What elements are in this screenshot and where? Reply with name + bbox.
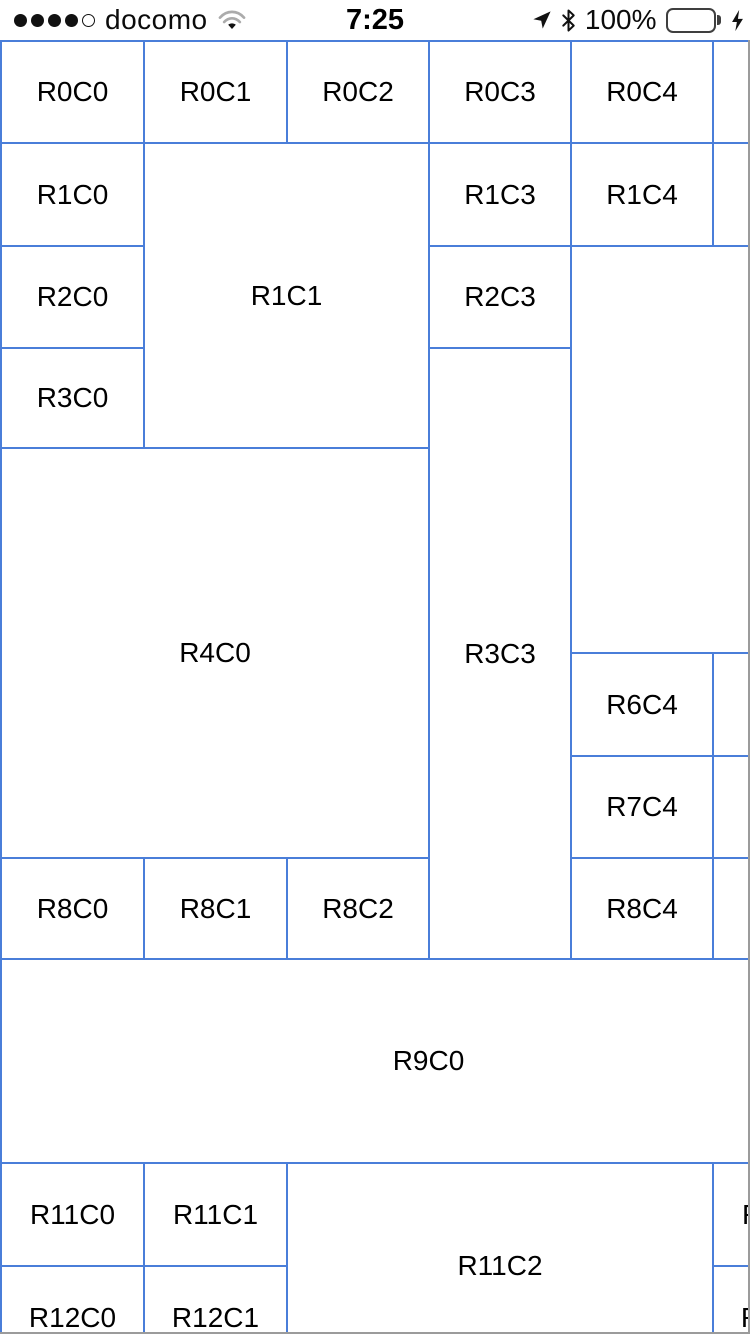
cell-label: R6C4 bbox=[606, 688, 678, 720]
cell-label: R0C2 bbox=[322, 76, 394, 107]
cell-label: R0C3 bbox=[464, 76, 536, 107]
signal-dot bbox=[48, 13, 61, 27]
grid-cell-r12c1[interactable]: R12C1 bbox=[143, 1265, 288, 1334]
grid-cell-r6c5[interactable]: R6C5 bbox=[712, 652, 750, 757]
grid-cell-r12c5[interactable]: R12C5 bbox=[712, 1265, 750, 1334]
grid-cell-r9c0[interactable]: R9C0 bbox=[0, 958, 750, 1164]
cell-label: R12C0 bbox=[28, 1301, 117, 1333]
cell-label: R1C0 bbox=[36, 178, 109, 210]
cell-label: R1C3 bbox=[464, 178, 536, 210]
cell-label: R1C1 bbox=[250, 279, 323, 311]
grid-cell-r0c3[interactable]: R0C3 bbox=[428, 40, 572, 144]
grid-cell-r0c0[interactable]: R0C0 bbox=[0, 40, 145, 144]
grid-cell-r2c0[interactable]: R2C0 bbox=[0, 245, 145, 349]
grid-cell-r1c3[interactable]: R1C3 bbox=[428, 142, 572, 247]
cell-label: R8C1 bbox=[179, 892, 252, 924]
cell-label: R11C2 bbox=[457, 1250, 543, 1281]
signal-dot bbox=[14, 13, 27, 27]
cell-label: R0C1 bbox=[179, 76, 252, 107]
grid-cell-r11c1[interactable]: R11C1 bbox=[143, 1162, 288, 1267]
grid-cell-r11c5[interactable]: R11C5 bbox=[712, 1162, 750, 1267]
cell-label: R8C4 bbox=[606, 892, 678, 924]
grid-cell-r7c5[interactable] bbox=[712, 755, 750, 859]
cell-label: R12C1 bbox=[171, 1301, 260, 1333]
cell-label: R0C0 bbox=[36, 76, 109, 107]
grid-cell-r4c0[interactable]: R4C0 bbox=[0, 447, 430, 859]
signal-dot bbox=[82, 13, 95, 27]
location-arrow-icon bbox=[532, 10, 552, 30]
charging-bolt-icon bbox=[730, 9, 745, 32]
battery-percent-label: 100% bbox=[584, 4, 657, 35]
grid-cell-r11c0[interactable]: R11C0 bbox=[0, 1162, 145, 1267]
cell-label: R7C4 bbox=[606, 791, 678, 822]
time-label: 7:25 bbox=[345, 3, 405, 36]
grid-cell-r0c4[interactable]: R0C4 bbox=[570, 40, 714, 144]
cell-label: R12C5 bbox=[741, 1302, 750, 1334]
grid-cell-r7c4[interactable]: R7C4 bbox=[570, 755, 714, 859]
grid-cell-r3c3[interactable]: R3C3 bbox=[428, 347, 572, 960]
grid-cell-r1c5[interactable] bbox=[712, 142, 750, 247]
grid-cell-r0c2[interactable]: R0C2 bbox=[286, 40, 430, 144]
cell-label: R3C0 bbox=[36, 382, 109, 413]
grid-cell-r8c2[interactable]: R8C2 bbox=[286, 857, 430, 960]
grid-cell-r2c3[interactable]: R2C3 bbox=[428, 245, 572, 349]
signal-dot bbox=[31, 13, 44, 27]
grid-cell-r1c0[interactable]: R1C0 bbox=[0, 142, 145, 247]
cell-label: R11C1 bbox=[172, 1198, 259, 1230]
grid-cell-r0c5[interactable]: R0C5 bbox=[712, 40, 750, 144]
cell-label: R2C3 bbox=[464, 281, 536, 312]
cell-label: R3C3 bbox=[464, 637, 536, 669]
cell-label: R2C0 bbox=[36, 281, 109, 312]
grid-cell-r1c1[interactable]: R1C1 bbox=[143, 142, 430, 449]
battery-icon bbox=[665, 7, 721, 33]
status-bar-right: 100% bbox=[532, 4, 750, 36]
grid-cell-r8c5[interactable]: R8C5 bbox=[712, 857, 750, 960]
cell-label: R0C4 bbox=[606, 76, 678, 107]
grid-cell-r2c4[interactable] bbox=[570, 245, 750, 654]
grid-cell-r1c4[interactable]: R1C4 bbox=[570, 142, 714, 247]
signal-dot bbox=[65, 13, 78, 27]
cell-label: R8C2 bbox=[322, 892, 394, 924]
grid-cell-r0c1[interactable]: R0C1 bbox=[143, 40, 288, 144]
grid-cell-r11c2[interactable]: R11C2 bbox=[286, 1162, 714, 1334]
cell-label: R9C0 bbox=[392, 1045, 465, 1076]
bluetooth-icon bbox=[561, 8, 576, 32]
grid-cell-r6c4[interactable]: R6C4 bbox=[570, 652, 714, 757]
grid-cell-r8c1[interactable]: R8C1 bbox=[143, 857, 288, 960]
cell-label: R4C0 bbox=[179, 637, 251, 668]
grid-cell-r12c0[interactable]: R12C0 bbox=[0, 1265, 145, 1334]
status-bar: docomo 7:25 100 bbox=[0, 0, 750, 40]
carrier-label: docomo bbox=[105, 4, 208, 35]
wifi-icon bbox=[218, 10, 246, 31]
grid-cell-r8c0[interactable]: R8C0 bbox=[0, 857, 145, 960]
grid-cell-r8c4[interactable]: R8C4 bbox=[570, 857, 714, 960]
cell-label: R1C4 bbox=[606, 178, 678, 210]
cell-label: R11C5 bbox=[742, 1199, 750, 1231]
status-bar-left: docomo bbox=[0, 4, 246, 36]
cell-label: R11C0 bbox=[29, 1198, 116, 1230]
cell-label: R8C0 bbox=[36, 892, 109, 924]
cellular-signal-dots-icon bbox=[14, 13, 95, 27]
grid-cell-r3c0[interactable]: R3C0 bbox=[0, 347, 145, 449]
